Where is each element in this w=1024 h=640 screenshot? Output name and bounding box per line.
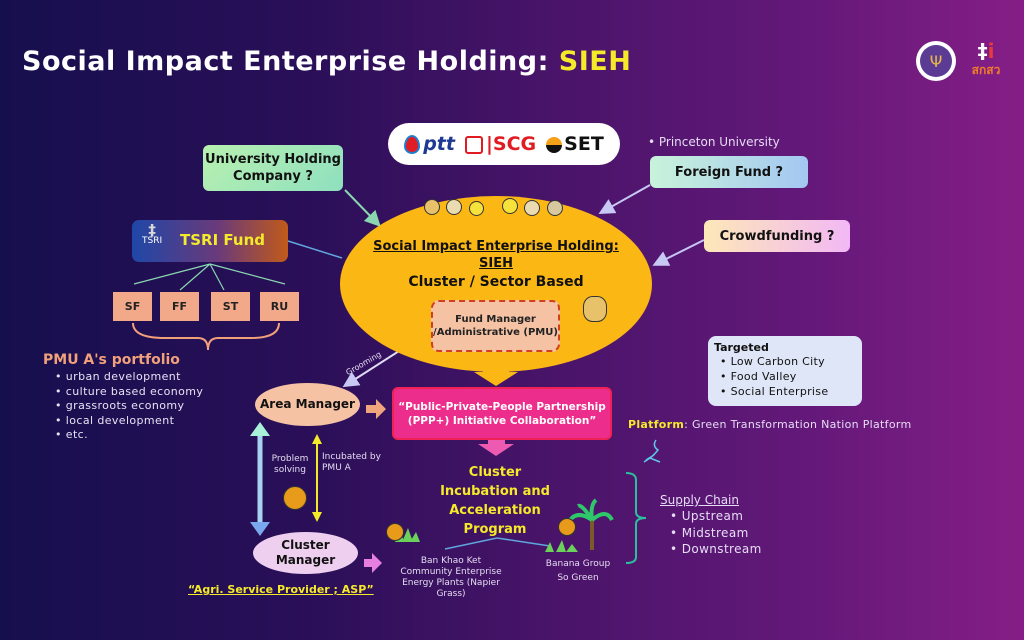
farmer-icon <box>386 523 404 541</box>
sub-fund-ru: RU <box>260 292 299 321</box>
person-icon <box>469 201 484 216</box>
tsri-fund-box: ‡TSRI TSRI Fund <box>132 220 288 262</box>
crowdfunding-box: Crowdfunding ? <box>704 220 850 252</box>
set-sun-icon <box>546 136 563 153</box>
ppp-down-arrow <box>478 437 514 456</box>
sponsor-logos: ptt |SCG SET <box>388 123 620 165</box>
cluster-person-icon <box>283 486 307 510</box>
sub-fund-sf: SF <box>113 292 152 321</box>
tsri-logo: ‡i สกสว <box>966 40 1006 84</box>
tsri-glyph-icon: ‡ <box>148 221 156 239</box>
farmer-icon <box>558 518 576 536</box>
portfolio-list: urban development culture based economy … <box>43 370 203 443</box>
supply-chain-brace <box>625 472 647 564</box>
portfolio-heading: PMU A's portfolio <box>43 352 180 368</box>
cluster-manager: Cluster Manager <box>253 532 358 574</box>
sub-fund-ff: FF <box>160 292 199 321</box>
tsri-small-logo: ‡TSRI <box>142 221 163 247</box>
ban-khao-label: Ban Khao Ket Community Enterprise Energy… <box>400 556 502 599</box>
foreign-fund-arrow <box>598 184 651 214</box>
scg-logo: |SCG <box>464 133 536 155</box>
sieh-title: Social Impact Enterprise Holding:SIEH <box>373 239 619 271</box>
sieh-subtitle: Cluster / Sector Based <box>408 274 584 290</box>
ptt-logo: ptt <box>404 133 455 155</box>
person-icon <box>424 199 440 215</box>
portfolio-item: grassroots economy <box>55 399 203 414</box>
university-holding-box: University Holding Company ? <box>203 145 343 191</box>
asp-label: “Agri. Service Provider ; ASP” <box>188 583 374 596</box>
ppp-box: “Public-Private-People Partnership (PPP+… <box>392 387 612 440</box>
cluster-mgr-arrow <box>364 553 382 573</box>
set-logo: SET <box>546 133 604 155</box>
area-manager: Area Manager <box>255 383 360 426</box>
university-seal-logo: Ψ <box>916 41 956 81</box>
targeted-list: Low Carbon City Food Valley Social Enter… <box>708 354 862 399</box>
person-icon <box>524 200 540 216</box>
person-icon <box>446 199 462 215</box>
targeted-heading: Targeted <box>714 341 769 354</box>
incubated-arrow <box>312 434 322 522</box>
tsri-connector <box>287 240 343 259</box>
platform-tree-icon <box>643 439 661 463</box>
supply-chain-item: Midstream <box>670 525 762 542</box>
problem-solving-arrow <box>250 422 270 536</box>
cluster-program-title: Cluster Incubation and Acceleration Prog… <box>440 465 550 537</box>
sub-fund-st: ST <box>211 292 250 321</box>
portfolio-item: etc. <box>55 428 203 443</box>
targeted-item: Low Carbon City <box>720 354 862 369</box>
person-with-glasses-icon <box>583 296 607 322</box>
pmu-box: Fund Manager /Administrative (PMU) <box>431 300 560 352</box>
ptt-drop-icon <box>404 135 421 154</box>
supply-chain-item: Upstream <box>670 508 762 525</box>
targeted-item: Food Valley <box>720 369 862 384</box>
platform-label: Platform: Green Transformation Nation Pl… <box>628 418 912 431</box>
supply-chain-item: Downstream <box>670 541 762 558</box>
princeton-label: • Princeton University <box>648 135 780 149</box>
foreign-fund-box: Foreign Fund ? <box>650 156 808 188</box>
targeted-item: Social Enterprise <box>720 384 862 399</box>
supply-chain: Supply Chain Upstream Midstream Downstre… <box>660 493 762 558</box>
problem-solving-label: Problem solving <box>271 454 309 475</box>
portfolio-item: local development <box>55 414 203 429</box>
area-to-ppp-arrow <box>366 399 386 419</box>
tsri-fund-label: TSRI Fund <box>180 231 265 249</box>
page-title: Social Impact Enterprise Holding: SIEH <box>22 46 632 77</box>
tsri-glyph-icon: ‡i <box>977 39 995 63</box>
cluster-link-line <box>444 537 551 550</box>
person-icon <box>502 198 518 214</box>
portfolio-item: urban development <box>55 370 203 385</box>
scg-mark-icon <box>464 135 483 154</box>
crowdfunding-arrow <box>652 239 705 266</box>
incubated-label: Incubated by PMU A <box>322 452 381 473</box>
palm-tree-icon <box>568 498 614 550</box>
portfolio-item: culture based economy <box>55 385 203 400</box>
pmu-portfolio: PMU A's portfolio urban development cult… <box>43 352 203 443</box>
person-icon <box>547 200 563 216</box>
tsri-thai-label: สกสว <box>971 63 1001 77</box>
uhc-arrow <box>344 189 381 227</box>
portfolio-brace <box>132 322 280 351</box>
tsri-fan-lines <box>133 263 286 291</box>
supply-chain-heading: Supply Chain <box>660 493 739 507</box>
supply-chain-list: Upstream Midstream Downstream <box>660 508 762 558</box>
trident-icon: Ψ <box>920 45 952 77</box>
targeted-box: Targeted Low Carbon City Food Valley Soc… <box>708 336 862 406</box>
